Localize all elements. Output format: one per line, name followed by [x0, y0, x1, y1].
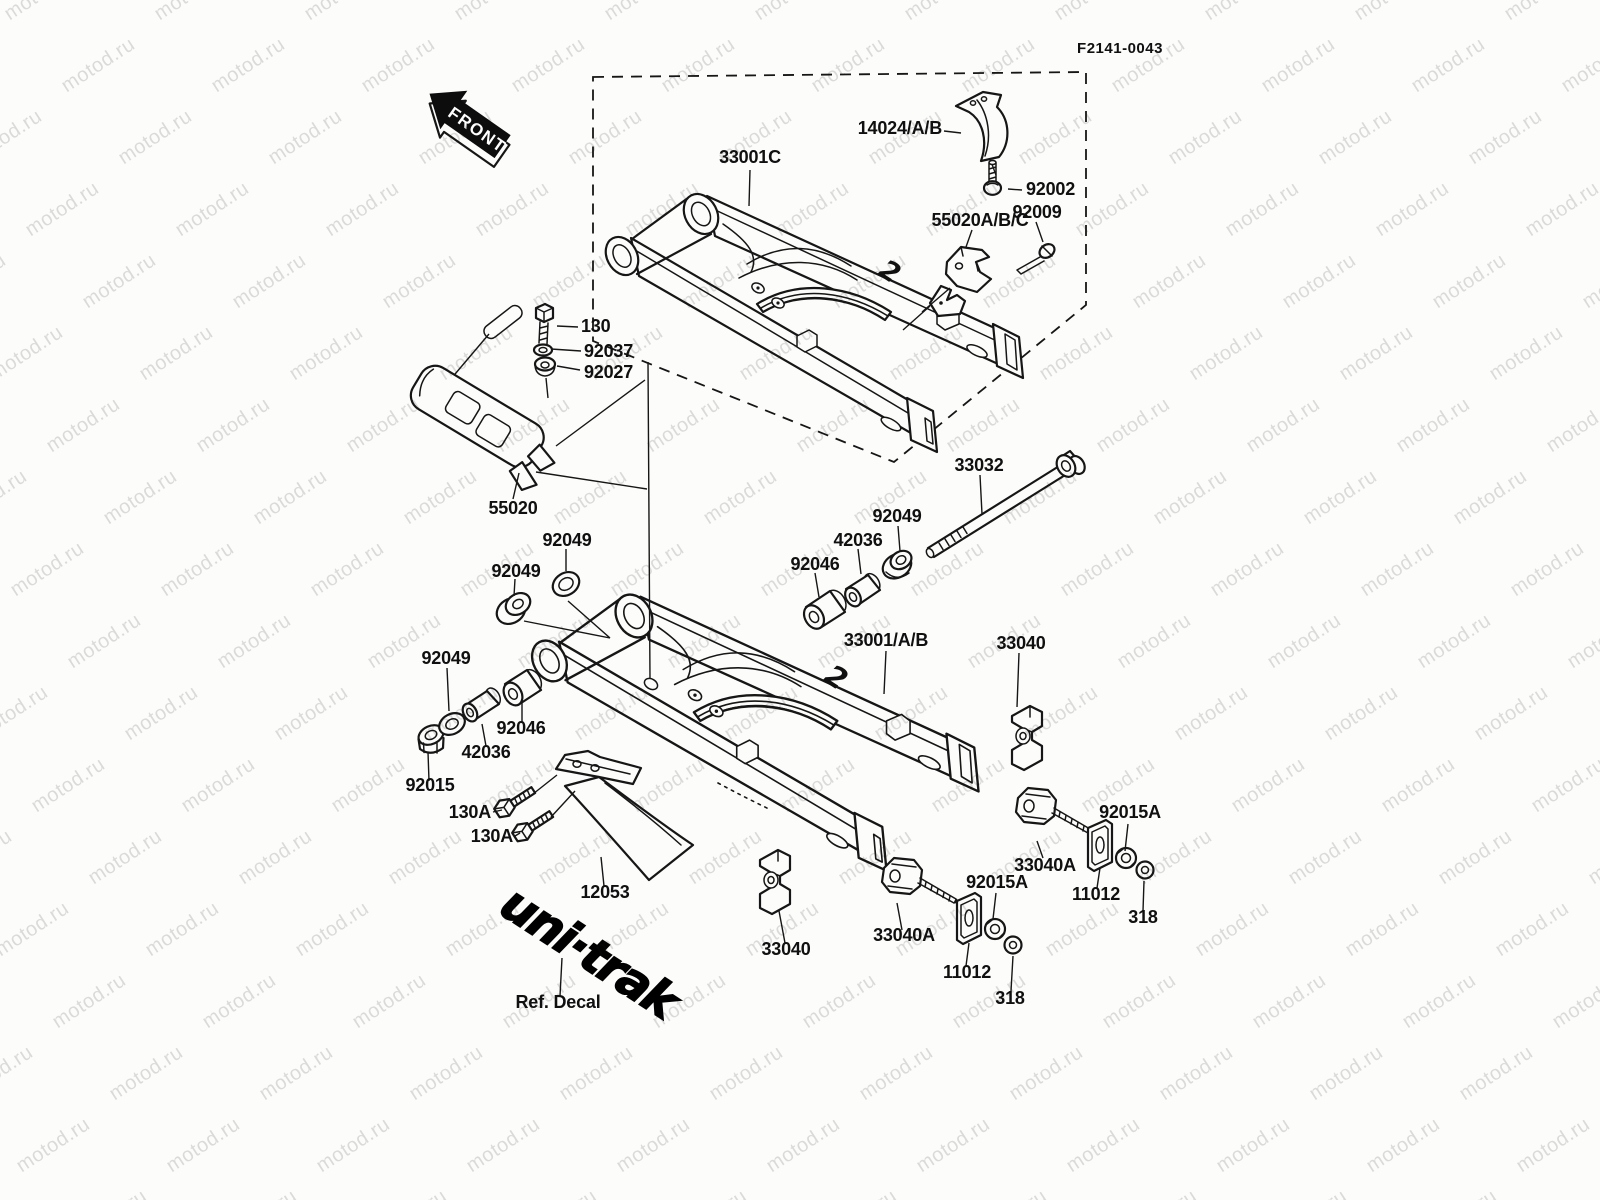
part-33040a-adjuster-right [1014, 786, 1097, 835]
part-label-318-right: 318 [1128, 907, 1158, 927]
part-label-92037: 92037 [584, 341, 633, 361]
ref-decal-label: Ref. Decal [515, 992, 600, 1012]
part-label-11012-right: 11012 [1072, 884, 1120, 904]
part-92049-cap [495, 591, 532, 626]
part-label-92015a-left: 92015A [966, 872, 1028, 892]
part-label-92046-axle: 92046 [790, 554, 839, 574]
part-92046-bushing-axle [802, 589, 847, 630]
part-label-33032: 33032 [954, 455, 1003, 475]
part-label-11012-left: 11012 [943, 962, 991, 982]
part-label-92049-lower: 92049 [421, 648, 470, 668]
part-92009-screw [1016, 243, 1056, 275]
part-label-92046-lower: 92046 [496, 718, 545, 738]
front-arrow: FRONT [428, 90, 511, 168]
part-label-92027: 92027 [584, 362, 633, 382]
part-11012-plate-right [1086, 818, 1114, 873]
part-label-130: 130 [581, 316, 611, 336]
part-label-55020: 55020 [488, 498, 537, 518]
part-33040a-adjuster-left [880, 856, 963, 905]
part-55020-chain-guide [409, 364, 556, 492]
part-label-33040a-left: 33040A [873, 925, 935, 945]
part-130-bolt [534, 302, 555, 345]
part-92015-nut [417, 724, 445, 754]
part-label-92049-seal: 92049 [542, 530, 591, 550]
part-318-washer-right [1135, 860, 1155, 880]
part-label-318-left: 318 [995, 988, 1025, 1008]
part-33032-axle-bolt [925, 449, 1086, 559]
part-label-42036-lower: 42036 [461, 742, 510, 762]
part-11012-plate-left [955, 891, 983, 946]
part-33040-holder-left [758, 848, 792, 916]
hidden-edge-dotted [717, 782, 770, 810]
figure-code: F2141-0043 [1077, 40, 1163, 57]
part-label-92015a-right: 92015A [1099, 802, 1161, 822]
part-318-washer-left [1003, 935, 1023, 955]
part-label-33040a-right: 33040A [1014, 855, 1076, 875]
part-label-42036-axle: 42036 [833, 530, 882, 550]
part-130a-bolt-1 [490, 780, 539, 822]
guide-pointer-lines [535, 361, 651, 681]
leader-lines [427, 130, 1145, 997]
part-92037-washer [532, 343, 554, 357]
part-92015a-nut-right [1114, 846, 1138, 870]
bolt-pointer-lines [532, 774, 576, 818]
part-label-33040-left: 33040 [761, 939, 810, 959]
part-42036-sleeve-axle [844, 572, 882, 608]
part-label-55020abc: 55020A/B/C [931, 210, 1028, 230]
part-14024-guard [954, 90, 1009, 163]
part-92049-seal [551, 570, 581, 598]
mount-boss [643, 677, 659, 691]
part-label-14024: 14024/A/B [858, 118, 942, 138]
part-strip-plate [449, 304, 523, 381]
part-92046-bushing-lower [502, 668, 543, 707]
part-42036-sleeve-lower [461, 687, 502, 723]
upper-arm-mount-bracket [902, 284, 967, 331]
part-label-130a-1: 130A [449, 802, 491, 822]
part-label-33001ab: 33001/A/B [844, 630, 928, 650]
part-label-92015: 92015 [405, 775, 454, 795]
part-55020abc-bracket [944, 245, 993, 294]
part-92049-collar-axle [881, 549, 913, 580]
part-label-92009: 92009 [1012, 202, 1061, 222]
part-label-12053: 12053 [580, 882, 629, 902]
seal-pointer-lines [523, 600, 611, 639]
part-label-33001C: 33001C [719, 147, 781, 167]
part-label-33040-right: 33040 [996, 633, 1045, 653]
part-130a-bolt-2 [508, 804, 557, 846]
part-33040-holder-right [1010, 704, 1044, 772]
part-label-130a-2: 130A [471, 826, 513, 846]
part-label-92049-axle: 92049 [872, 506, 921, 526]
part-92015a-nut-left [983, 917, 1007, 941]
part-92027-damper [533, 356, 557, 399]
front-arrow-shape [429, 90, 511, 159]
part-label-92002: 92002 [1026, 179, 1075, 199]
part-92049-washer-lower [438, 712, 466, 736]
part-12053-slipper [554, 749, 695, 882]
part-label-92049-cap: 92049 [491, 561, 540, 581]
part-92002-bolt [982, 158, 1003, 196]
